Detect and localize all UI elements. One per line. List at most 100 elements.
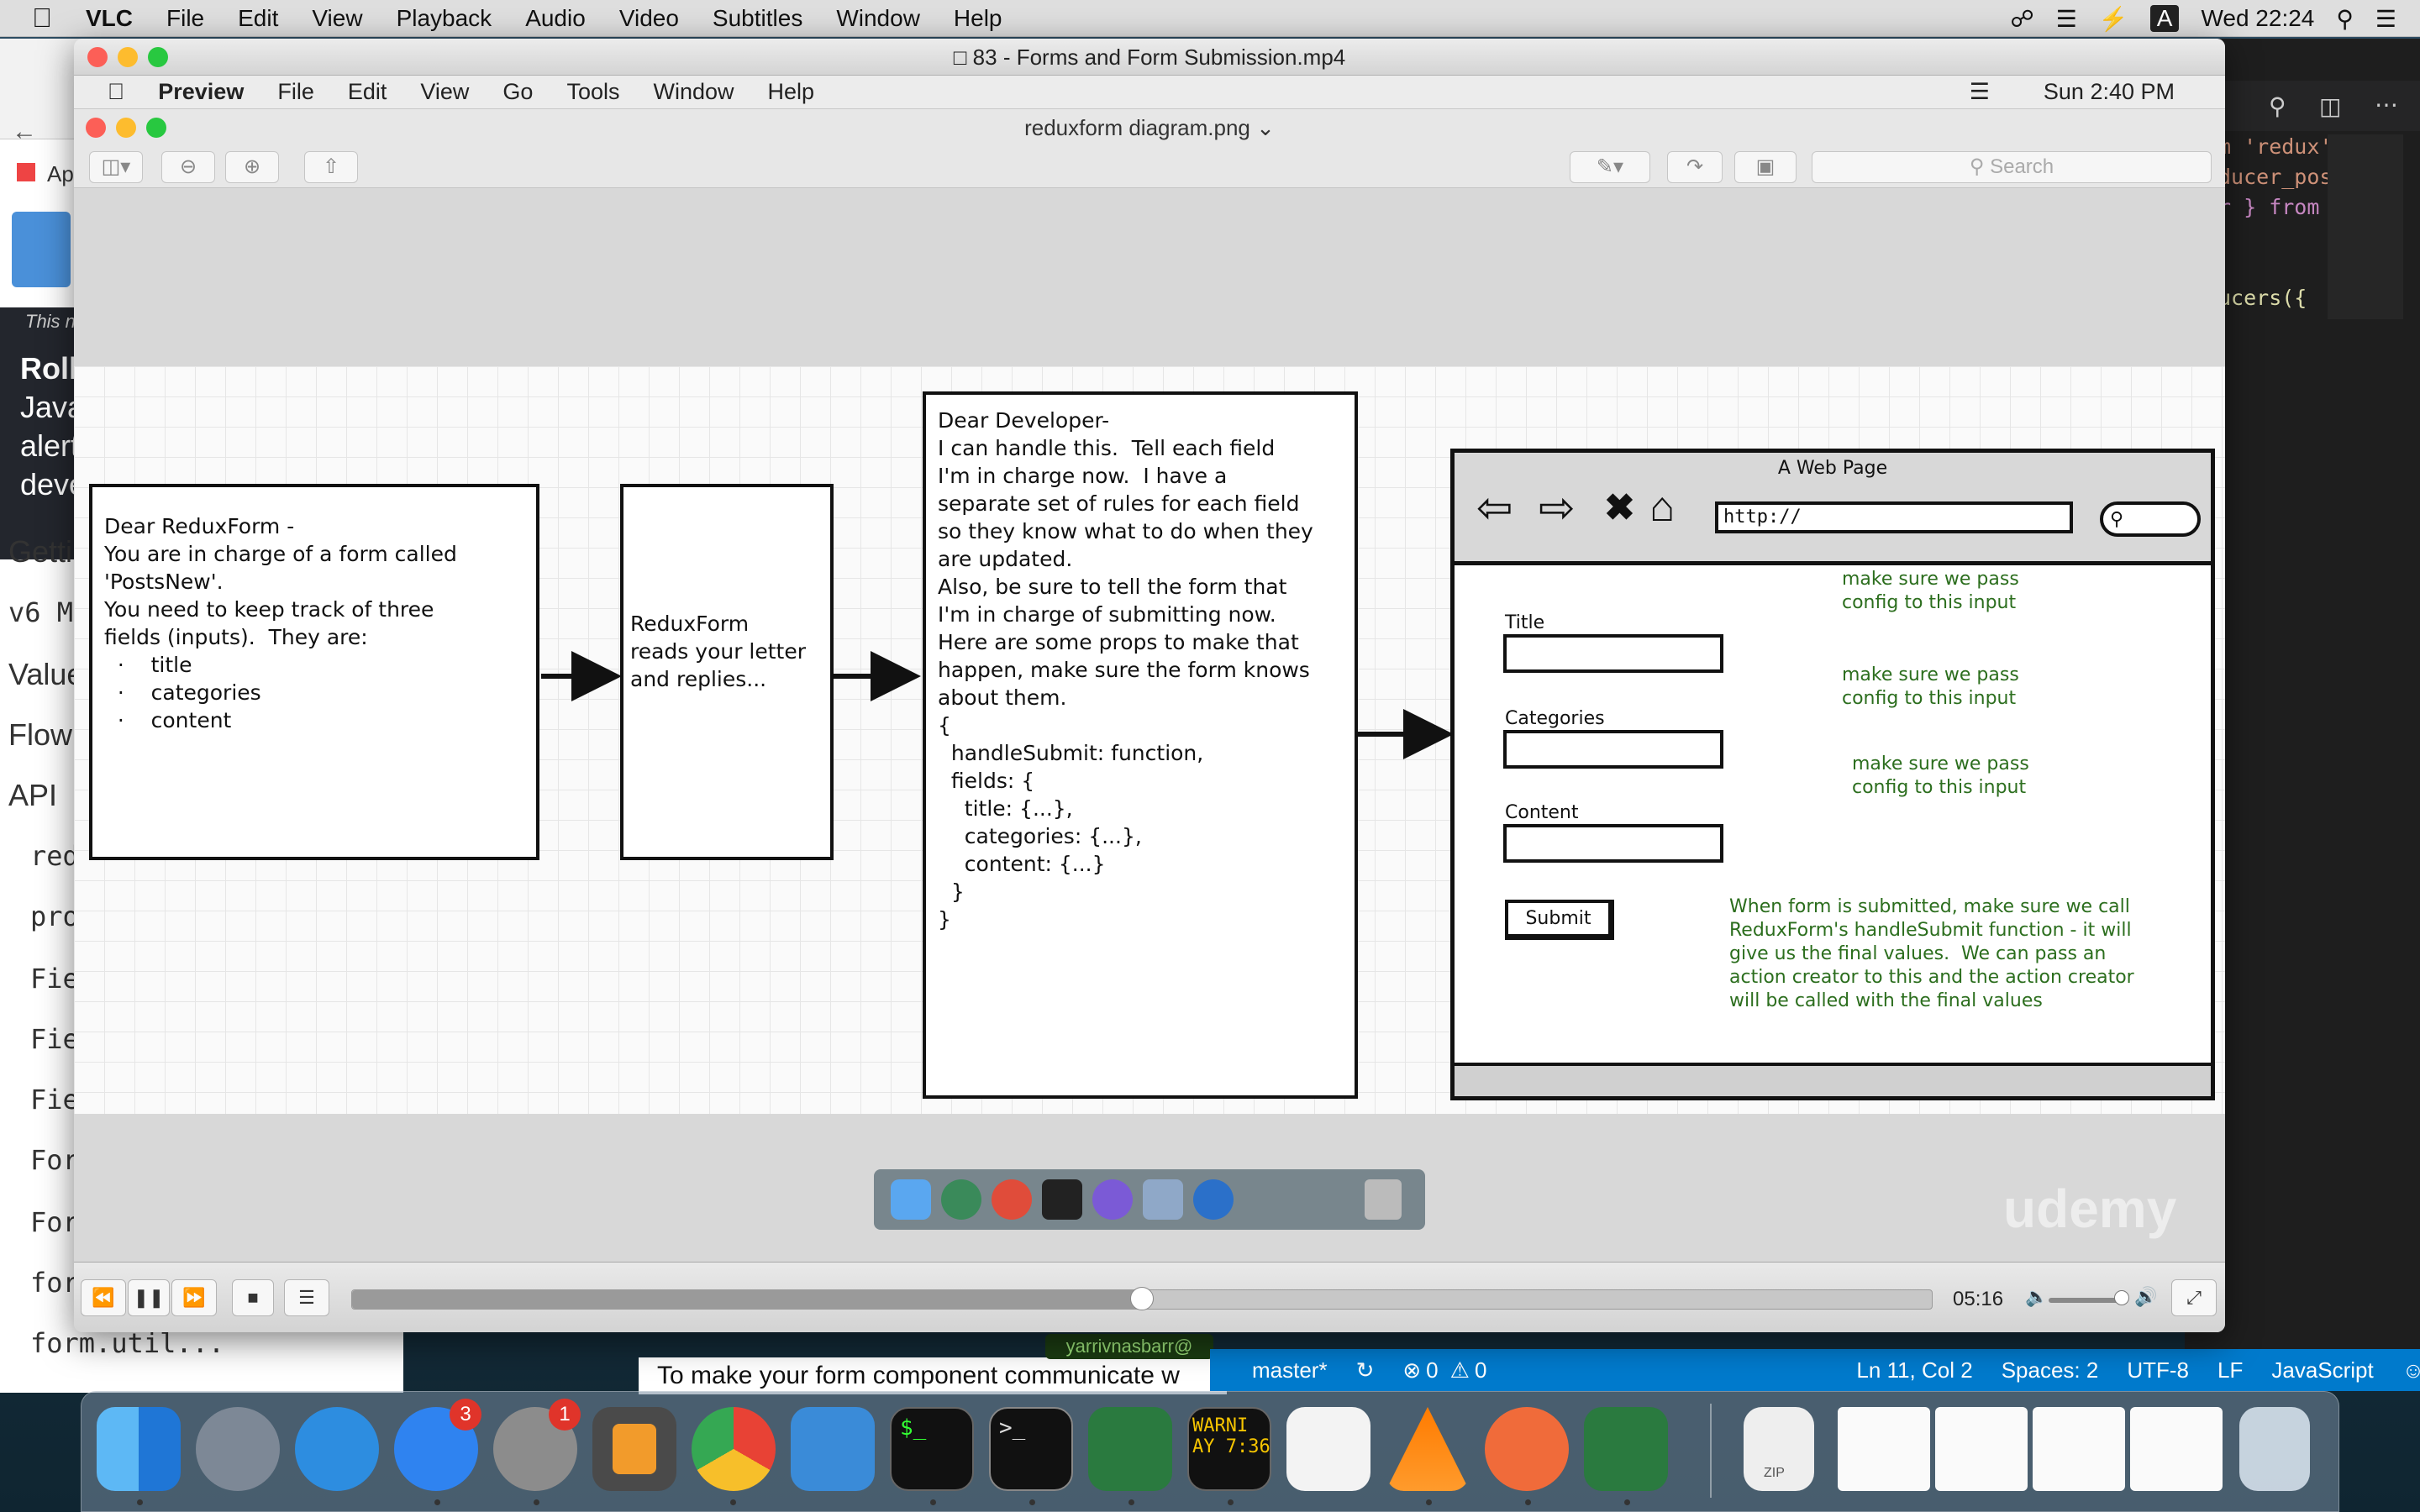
cursor-position[interactable]: Ln 11, Col 2: [1856, 1357, 1973, 1383]
nav-api-item[interactable]: red: [30, 840, 79, 872]
volume-low-icon[interactable]: 🔈: [2025, 1286, 2049, 1307]
bookmark-apps[interactable]: Ap: [47, 161, 74, 186]
postman-icon[interactable]: [1485, 1407, 1569, 1491]
sync-icon[interactable]: ↻: [1355, 1357, 1375, 1383]
sublime-text-icon[interactable]: [592, 1407, 676, 1491]
apple-menu-icon[interactable]: : [32, 3, 52, 34]
iterm-icon[interactable]: $_: [890, 1407, 974, 1491]
stop-icon[interactable]: ■: [232, 1279, 274, 1316]
chrome-icon[interactable]: [692, 1407, 776, 1491]
nav-api-item[interactable]: For: [30, 1206, 79, 1238]
seek-knob[interactable]: [1130, 1287, 1154, 1310]
time-display[interactable]: 05:16: [1953, 1288, 2004, 1310]
reply-line: Dear Developer-: [938, 408, 1110, 433]
errors-icon[interactable]: ⊗: [1402, 1357, 1422, 1383]
nav-api[interactable]: API: [8, 778, 58, 812]
code-line[interactable]: ucers({: [2218, 286, 2307, 310]
spotlight-search-icon[interactable]: ⚲: [2336, 5, 2354, 32]
menu-subtitles[interactable]: Subtitles: [692, 4, 802, 31]
back-icon[interactable]: ←: [12, 118, 37, 145]
nav-api-item[interactable]: for: [30, 1267, 79, 1299]
nav-value[interactable]: Value: [8, 657, 84, 691]
nav-api-item[interactable]: pro: [30, 900, 79, 932]
split-editor-icon[interactable]: ◫: [2319, 93, 2342, 119]
warning-count[interactable]: 0: [1474, 1357, 1487, 1383]
menu-audio[interactable]: Audio: [505, 4, 586, 31]
menu-file[interactable]: File: [146, 4, 204, 31]
nav-v6[interactable]: v6 M: [8, 596, 74, 628]
battery-icon[interactable]: ⚡: [2098, 5, 2128, 32]
code-line[interactable]: r } from: [2218, 195, 2320, 219]
menu-clock[interactable]: Wed 22:24: [2201, 5, 2315, 31]
zoom-window-icon[interactable]: [148, 47, 168, 67]
playlist-icon[interactable]: ☰: [284, 1279, 329, 1316]
seek-bar[interactable]: [351, 1287, 1933, 1310]
rewind-icon[interactable]: ⏪: [81, 1279, 126, 1316]
nav-getting-started[interactable]: Getti: [8, 534, 73, 569]
line-ending[interactable]: LF: [2217, 1357, 2244, 1383]
minimized-window-thumbnail[interactable]: [2130, 1407, 2223, 1491]
minimized-window-thumbnail[interactable]: [1838, 1407, 1930, 1491]
letter-to-reduxform: Dear ReduxForm - You are in charge of a …: [89, 484, 539, 860]
safari-icon[interactable]: [295, 1407, 379, 1491]
vscode-insiders-icon[interactable]: [1584, 1407, 1668, 1491]
menu-help[interactable]: Help: [933, 4, 1002, 31]
system-preferences-badge: 1: [549, 1399, 581, 1431]
more-actions-icon[interactable]: ⋯: [2375, 92, 2398, 118]
minimized-window-thumbnail[interactable]: [1935, 1407, 2028, 1491]
vlc-icon[interactable]: [1386, 1407, 1470, 1491]
file-encoding[interactable]: UTF-8: [2127, 1357, 2190, 1383]
video-frame[interactable]:  Preview File Edit View Go Tools Window…: [74, 76, 2225, 1262]
code-line[interactable]: ducer_pos: [2218, 165, 2333, 189]
vscode-icon[interactable]: [1088, 1407, 1172, 1491]
minimized-window-thumbnail[interactable]: [2033, 1407, 2125, 1491]
xcode-icon[interactable]: [791, 1407, 875, 1491]
close-window-icon[interactable]: [87, 47, 108, 67]
textedit-icon[interactable]: [1286, 1407, 1370, 1491]
editor-minimap[interactable]: [2328, 134, 2403, 319]
terminal-icon[interactable]: >_: [989, 1407, 1073, 1491]
language-mode[interactable]: JavaScript: [2271, 1357, 2374, 1383]
input-source-icon[interactable]: A: [2149, 5, 2180, 32]
nav-api-item[interactable]: Fie: [30, 963, 79, 995]
nav-api-item[interactable]: For: [30, 1144, 79, 1176]
menu-video[interactable]: Video: [598, 4, 679, 31]
volume-high-icon[interactable]: 🔊: [2134, 1286, 2158, 1307]
feedback-smiley-icon[interactable]: ☺: [2402, 1357, 2420, 1383]
nav-api-item[interactable]: Fie: [30, 1023, 79, 1055]
trash-icon[interactable]: [2239, 1407, 2310, 1491]
nav-flow[interactable]: Flow: [8, 717, 73, 752]
wifi-icon[interactable]: ☰: [2055, 5, 2077, 32]
zip-file-icon[interactable]: ZIP: [1744, 1407, 1814, 1491]
reply-line: so they know what to do when they: [938, 519, 1313, 543]
volume-knob[interactable]: [2114, 1290, 2129, 1305]
creative-cloud-icon[interactable]: ☍: [2010, 5, 2034, 32]
menu-playback[interactable]: Playback: [376, 4, 492, 31]
indent-setting[interactable]: Spaces: 2: [2001, 1357, 2099, 1383]
search-replace-icon[interactable]: ⚲: [2269, 93, 2286, 119]
menu-view[interactable]: View: [292, 4, 362, 31]
apps-grid-icon[interactable]: [17, 163, 35, 181]
error-count[interactable]: 0: [1426, 1357, 1439, 1383]
volume-slider[interactable]: [2049, 1298, 2126, 1303]
launchpad-icon[interactable]: [196, 1407, 280, 1491]
minimize-window-icon[interactable]: [118, 47, 138, 67]
fullscreen-icon[interactable]: ⤢: [2171, 1279, 2217, 1316]
fast-forward-icon[interactable]: ⏩: [171, 1279, 217, 1316]
menu-app-name[interactable]: VLC: [66, 4, 133, 31]
video-dock-atom-icon: [941, 1179, 981, 1220]
letter-line: · content: [104, 708, 232, 732]
warning-icon[interactable]: ⚠: [1449, 1357, 1470, 1383]
menu-edit[interactable]: Edit: [218, 4, 278, 31]
git-branch[interactable]: master*: [1252, 1357, 1328, 1383]
notification-center-icon[interactable]: ☰: [2375, 5, 2396, 32]
nav-api-item[interactable]: form.util...: [30, 1327, 225, 1359]
video-menu-window: Window: [636, 79, 734, 104]
finder-icon[interactable]: [97, 1407, 181, 1491]
nav-api-item[interactable]: Fie: [30, 1084, 79, 1116]
running-indicator: [1624, 1499, 1630, 1505]
pause-icon[interactable]: ❚❚: [128, 1279, 170, 1316]
menu-window[interactable]: Window: [816, 4, 920, 31]
code-line[interactable]: m 'redux': [2218, 134, 2333, 159]
